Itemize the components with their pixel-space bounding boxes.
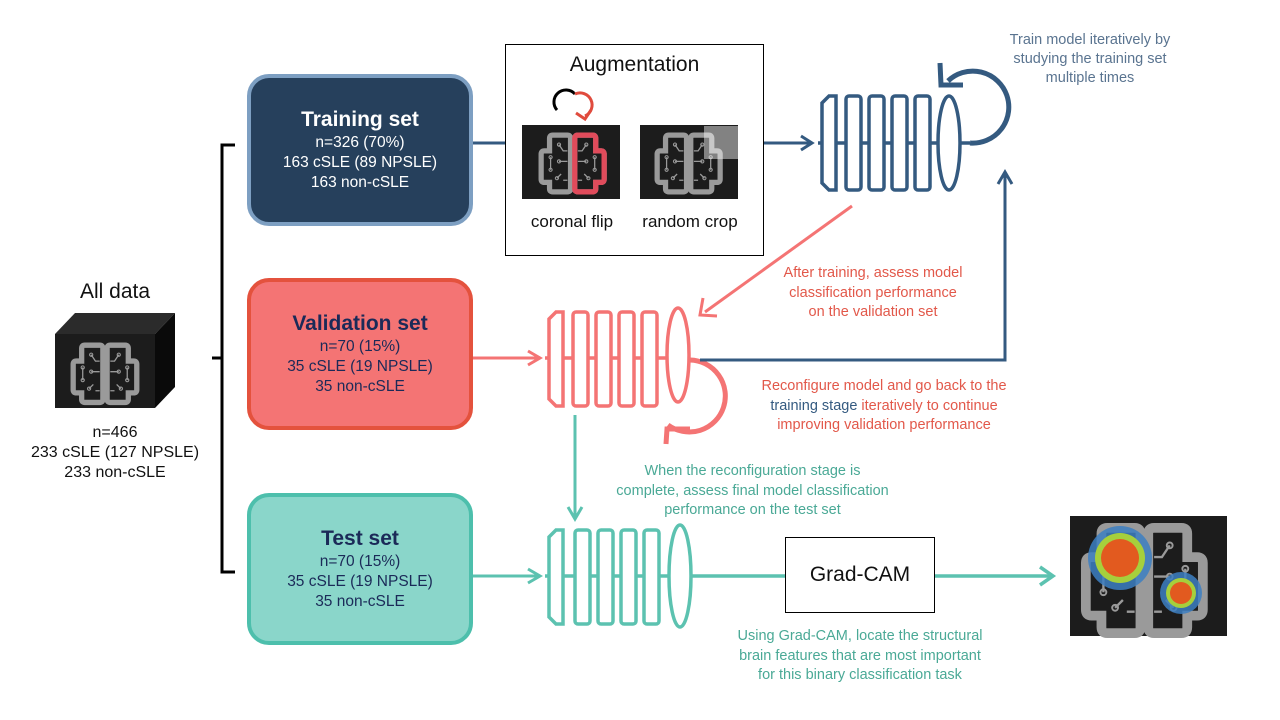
test-set-controls: 35 non-cSLE xyxy=(315,593,405,610)
coronal-flip-label: coronal flip xyxy=(530,212,614,231)
all-data-cube-icon xyxy=(55,313,175,408)
all-data-n: n=466 xyxy=(92,424,138,441)
gradcam-heatmap-icon xyxy=(1070,516,1227,636)
training-set-box: Training set n=326 (70%) 163 cSLE (89 NP… xyxy=(247,74,473,226)
gradcam-annotation: Using Grad-CAM, locate the structural br… xyxy=(710,627,1010,686)
test-set-n: n=70 (15%) xyxy=(319,553,401,570)
annotation-line: When the reconfiguration stage is xyxy=(644,463,861,479)
test-set-title: Test set xyxy=(321,527,399,550)
training-set-n: n=326 (70%) xyxy=(315,134,405,151)
annotation-line: for this binary classification task xyxy=(758,667,962,683)
split-bracket xyxy=(212,143,235,574)
all-data-stats: n=466 233 cSLE (127 NPSLE) 233 non-cSLE xyxy=(0,423,230,483)
annotation-line: multiple times xyxy=(1045,70,1135,86)
annotation-line: improving validation performance xyxy=(777,417,991,433)
random-crop-image xyxy=(640,125,738,199)
annotation-line: Train model iteratively by xyxy=(1009,32,1171,48)
all-data-cases: 233 cSLE (127 NPSLE) xyxy=(30,444,200,461)
training-model-icon xyxy=(818,62,1012,192)
train-loop-annotation: Train model iteratively by studying the … xyxy=(985,31,1195,88)
validation-set-controls: 35 non-cSLE xyxy=(315,378,405,395)
training-set-cases: 163 cSLE (89 NPSLE) xyxy=(282,154,438,171)
annotation-line: training stage iteratively to continue xyxy=(734,397,1034,417)
after-training-annotation: After training, assess model classificat… xyxy=(758,264,988,323)
validation-set-cases: 35 cSLE (19 NPSLE) xyxy=(287,358,433,375)
validation-set-title: Validation set xyxy=(292,312,428,335)
annotation-line: on the validation set xyxy=(808,304,938,320)
annotation-line: Reconfigure model and go back to the xyxy=(761,378,1007,394)
annotation-line: classification performance xyxy=(789,284,957,301)
coronal-flip-image xyxy=(522,88,620,199)
annotation-line: brain features that are most important xyxy=(739,647,981,664)
test-set-cases: 35 cSLE (19 NPSLE) xyxy=(287,573,433,590)
test-assess-annotation: When the reconfiguration stage is comple… xyxy=(600,462,905,521)
annotation-text: iteratively to continue xyxy=(857,397,998,414)
validation-set-box: Validation set n=70 (15%) 35 cSLE (19 NP… xyxy=(247,278,473,430)
random-crop-label: random crop xyxy=(642,212,738,231)
feedback-to-training-arrow xyxy=(700,172,1007,362)
test-model-icon xyxy=(545,523,785,629)
all-data-title: All data xyxy=(79,280,151,303)
annotation-line: After training, assess model xyxy=(783,265,963,281)
augmentation-box xyxy=(505,44,764,256)
validation-set-n: n=70 (15%) xyxy=(319,338,401,355)
all-data-controls: 233 non-cSLE xyxy=(64,464,166,481)
validation-model-icon xyxy=(545,306,728,445)
training-set-controls: 163 non-cSLE xyxy=(310,174,410,191)
annotation-line: studying the training set xyxy=(1013,51,1167,67)
train-to-validation-arrow xyxy=(704,204,853,314)
gradcam-box: Grad-CAM xyxy=(785,537,935,613)
training-set-title: Training set xyxy=(301,108,419,131)
annotation-line: performance on the test set xyxy=(664,502,841,518)
test-set-box: Test set n=70 (15%) 35 cSLE (19 NPSLE) 3… xyxy=(247,493,473,645)
reconfigure-annotation: Reconfigure model and go back to the tra… xyxy=(734,377,1034,436)
training-stage-highlight: training stage xyxy=(770,397,858,414)
annotation-line: Using Grad-CAM, locate the structural xyxy=(737,628,983,644)
augmentation-title: Augmentation xyxy=(569,53,700,76)
annotation-line: complete, assess final model classificat… xyxy=(616,482,889,499)
